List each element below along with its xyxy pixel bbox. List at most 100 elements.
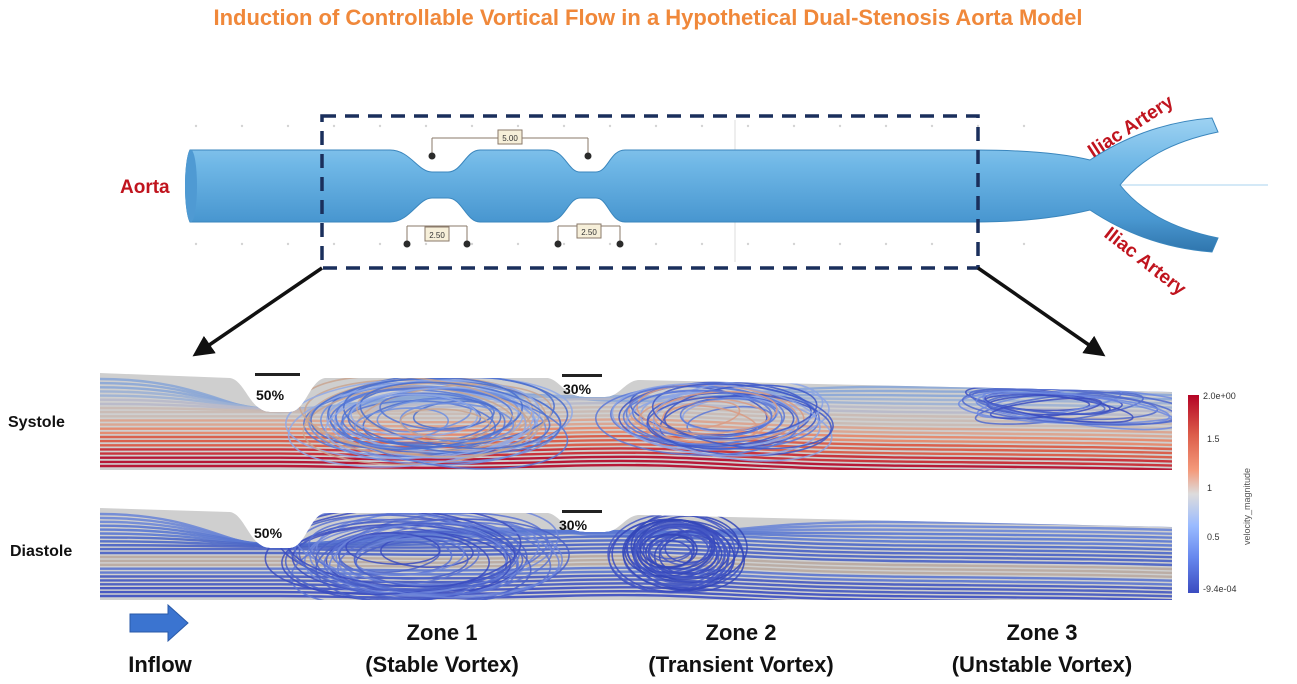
grid-dot	[562, 124, 566, 128]
colorbar-title: velocity_magnitude	[1242, 468, 1252, 545]
zone3-title: Zone 3	[1007, 620, 1078, 645]
grid-dot	[286, 124, 290, 128]
vessel-inlet	[185, 150, 197, 222]
systole-panel: 50% 30% Systole	[8, 373, 1172, 470]
grid-dot	[930, 124, 934, 128]
zone1-subtitle: (Stable Vortex)	[365, 652, 519, 677]
streamline	[100, 418, 1172, 434]
grid-dot	[1022, 242, 1026, 246]
vortex-loop	[287, 379, 541, 468]
zone1-title: Zone 1	[407, 620, 478, 645]
grid-dot	[654, 242, 658, 246]
streamline	[100, 566, 1172, 582]
streamline	[100, 539, 1172, 555]
streamline	[100, 434, 1172, 451]
grid-dot	[516, 124, 520, 128]
vortex-loop	[354, 407, 449, 441]
grid-dot	[470, 242, 474, 246]
zoom-dashed-box	[320, 114, 980, 270]
grid-dot	[976, 124, 980, 128]
dim-left-box	[424, 226, 450, 242]
diastole-panel: 50% 30% Diastole	[10, 508, 1172, 600]
vortex-loop	[984, 392, 1134, 424]
dim-point	[403, 240, 411, 248]
colorbar-tick: 1	[1207, 483, 1212, 493]
streamline	[100, 401, 1172, 418]
streamline	[100, 582, 1172, 598]
aorta-vessel	[185, 117, 1219, 253]
zone3-subtitle: (Unstable Vortex)	[952, 652, 1133, 677]
grid-dot	[608, 124, 612, 128]
grid-dot	[516, 242, 520, 246]
inflow-label: Inflow	[128, 652, 192, 677]
dim-right-box	[576, 223, 602, 239]
vortex-loop	[624, 518, 716, 577]
colorbar-tick: 0.5	[1207, 532, 1220, 542]
diastole-streamlines	[100, 508, 1172, 600]
dim-left-label: 2.50	[429, 231, 445, 240]
diastole-stenosis-2: 30%	[559, 517, 588, 533]
dim-point	[554, 240, 562, 248]
vortex-loop	[651, 383, 834, 450]
zone2-subtitle: (Transient Vortex)	[648, 652, 833, 677]
vortex-loop	[637, 525, 714, 575]
grid-dot	[378, 242, 382, 246]
streamline	[100, 443, 1172, 459]
vortex-loop	[308, 518, 519, 595]
vortex-loop	[645, 534, 698, 568]
streamline	[100, 570, 1172, 586]
dimension-left	[406, 225, 468, 243]
vortex-loop	[310, 377, 524, 451]
grid-dot	[332, 242, 336, 246]
vortex-loop	[961, 388, 1172, 426]
dim-point	[463, 240, 471, 248]
grid-dot	[654, 124, 658, 128]
streamline	[100, 578, 1172, 594]
vortex-loop	[303, 389, 506, 458]
vortex-loop	[399, 408, 491, 440]
stenosis-bar	[255, 373, 300, 376]
grid-dot	[792, 124, 796, 128]
grid-dot	[240, 124, 244, 128]
vortex-loop	[989, 397, 1102, 420]
grid-dot	[838, 242, 842, 246]
systole-label: Systole	[8, 414, 65, 431]
stenosis-bar	[562, 374, 602, 377]
grid-dot	[332, 124, 336, 128]
dim-top-label: 5.00	[502, 134, 518, 143]
streamline	[100, 562, 1172, 578]
grid-dot	[378, 124, 382, 128]
grid-dot	[700, 124, 704, 128]
grid-dot	[1022, 124, 1026, 128]
dim-right-label: 2.50	[581, 228, 597, 237]
streamline	[100, 543, 1172, 559]
vortex-loop	[376, 398, 472, 433]
inflow-arrow-icon	[129, 603, 189, 643]
vortex-loop	[631, 389, 773, 439]
streamline	[100, 574, 1172, 590]
streamline	[100, 426, 1172, 442]
grid-dot	[930, 242, 934, 246]
vortex-loop	[412, 400, 495, 430]
zoom-arrow-right	[977, 266, 1106, 357]
streamline	[100, 459, 1172, 470]
streamline	[100, 447, 1172, 463]
streamline	[100, 586, 1172, 600]
vortex-loop	[341, 392, 494, 444]
vortex-loop	[314, 522, 517, 592]
grid-dot	[562, 242, 566, 246]
streamline	[100, 463, 1172, 470]
grid-dot	[792, 242, 796, 246]
colorbar-tick: 1.5	[1207, 434, 1220, 444]
diastole-label: Diastole	[10, 543, 72, 560]
streamline	[100, 438, 1172, 455]
vortex-loop	[380, 535, 474, 568]
vortex-loop	[324, 386, 535, 459]
vortex-loop	[315, 518, 570, 600]
streamline	[100, 422, 1172, 438]
systole-stenosis-1: 50%	[256, 387, 285, 403]
colorbar-max: 2.0e+00	[1203, 391, 1236, 401]
vortex-loop	[359, 381, 551, 450]
